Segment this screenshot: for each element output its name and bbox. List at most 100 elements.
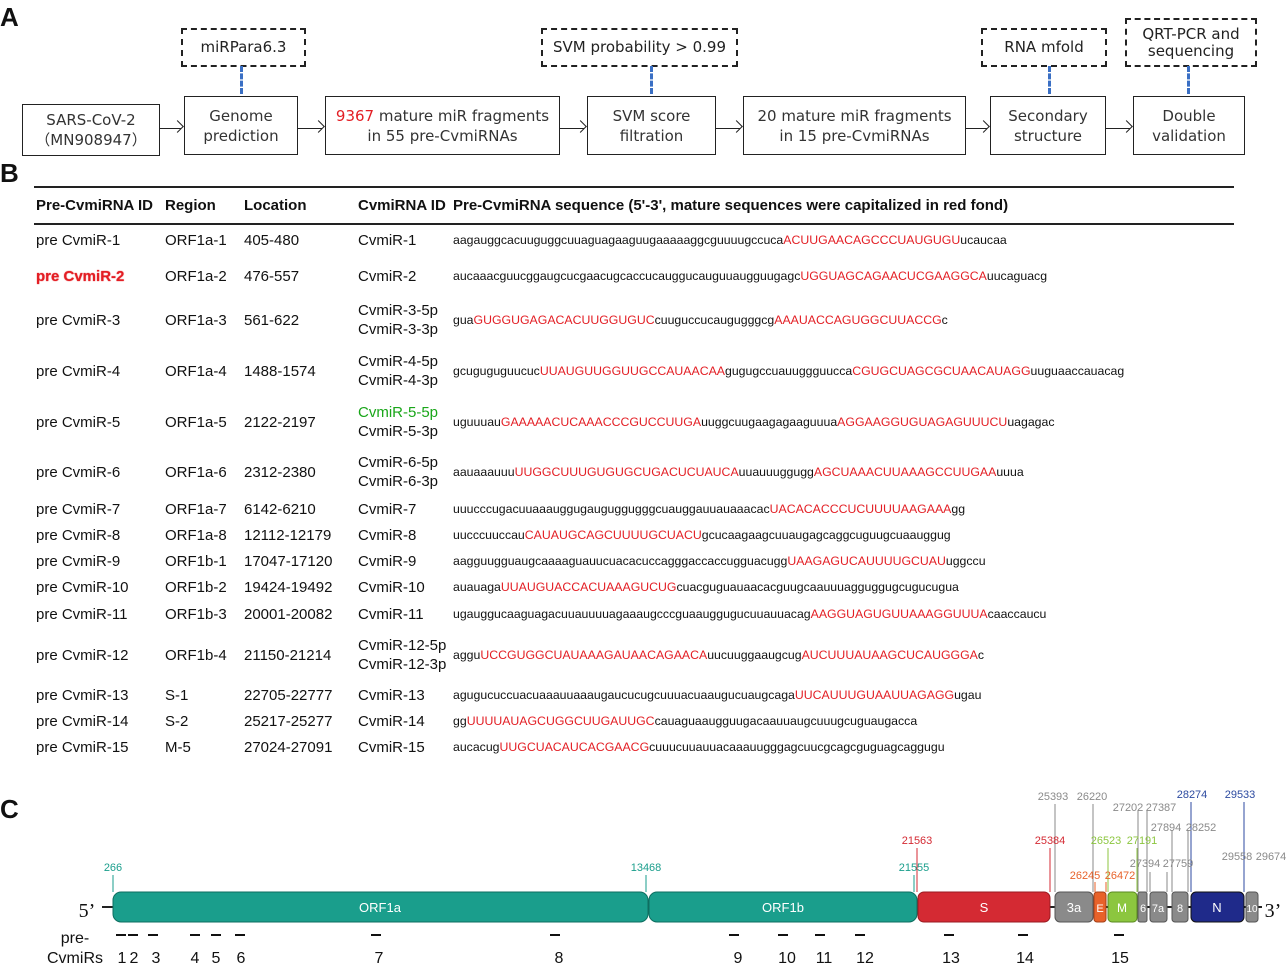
mature-sequence: AAAUACCAGUGGCUUACCG bbox=[774, 313, 942, 327]
row-mirna-id: CvmiR-15 bbox=[358, 739, 425, 756]
row-location: 12112-12179 bbox=[244, 527, 332, 544]
gene-7a bbox=[1149, 891, 1168, 923]
row-region: ORF1a-8 bbox=[165, 527, 227, 544]
table-header-location: Location bbox=[244, 197, 307, 214]
row-sequence: aagauggcacuuguggcuuaguagaaguugaaaaaggcgu… bbox=[453, 233, 1007, 247]
precursor-sequence: uucccuuccau bbox=[453, 528, 525, 542]
tool-svm-label: SVM probability > 0.99 bbox=[552, 38, 727, 56]
row-sequence: ggUUUUAUAGCUGGCUUGAUUGCcauaguaaugguugaca… bbox=[453, 714, 917, 728]
gene-label-8: 8 bbox=[1177, 903, 1183, 915]
pos-27387: 27387 bbox=[1146, 802, 1177, 814]
flow-box-svm: SVM score filtration bbox=[587, 96, 716, 155]
row-preid: pre CvmiR-4 bbox=[36, 363, 121, 380]
pos-21563: 21563 bbox=[902, 835, 933, 847]
table-header-mirna-id: CvmiRNA ID bbox=[358, 197, 446, 214]
table-header-region: Region bbox=[165, 197, 216, 214]
fragment-count: 9367 bbox=[335, 106, 375, 125]
mir-label-5: 5 bbox=[212, 950, 221, 964]
mir-label-2: 2 bbox=[130, 950, 139, 964]
flow-arrow-1 bbox=[159, 128, 181, 129]
precursor-sequence: auauaga bbox=[453, 580, 501, 594]
mir-label-9: 9 bbox=[734, 950, 743, 964]
row-preid: pre CvmiR-13 bbox=[36, 687, 129, 704]
pos-27202: 27202 bbox=[1113, 802, 1144, 814]
row-region: ORF1b-3 bbox=[165, 606, 227, 623]
precursor-sequence: agugucuccuacuaaauuaaaugaucucugcuuuacuaau… bbox=[453, 688, 795, 702]
tool-mirpara-label: miRPara6.3 bbox=[200, 38, 287, 56]
pos-28252: 28252 bbox=[1186, 822, 1217, 834]
row-location: 21150-21214 bbox=[244, 647, 332, 664]
precursor-sequence: ugau bbox=[954, 688, 982, 702]
precursor-sequence: gg bbox=[951, 502, 966, 516]
precursor-sequence: aagauggcacuuguggcuuaguagaaguugaaaaaggcgu… bbox=[453, 233, 784, 247]
row-sequence: uuucccugacuuaaauggugauguggugggcuauggauua… bbox=[453, 502, 965, 516]
pos-26472: 26472 bbox=[1105, 870, 1136, 882]
pos-28274: 28274 bbox=[1177, 789, 1208, 801]
row-location: 1488-1574 bbox=[244, 363, 316, 380]
table-header-id: Pre-CvmiRNA ID bbox=[36, 197, 153, 214]
pos-25393: 25393 bbox=[1038, 791, 1069, 803]
tool-svm-box: SVM probability > 0.99 bbox=[541, 28, 738, 67]
mature-sequence: UAAGAGUCAUUUUGCUAU bbox=[787, 554, 946, 568]
fragment-count-text: mature miR fragments bbox=[374, 106, 550, 125]
row-location: 6142-6210 bbox=[244, 501, 316, 518]
mature-sequence: UUGCUACAUCACGAACG bbox=[499, 740, 650, 754]
mature-sequence: AUCUUUAUAAGCUCAUGGGA bbox=[801, 648, 978, 662]
gene-orf1a bbox=[112, 891, 649, 923]
row-preid: pre CvmiR-9 bbox=[36, 553, 121, 570]
row-mirna-id: CvmiR-10 bbox=[358, 579, 425, 596]
row-mirna-id-5p: CvmiR-3-5p bbox=[358, 302, 439, 319]
flow-box-secondary-line2: structure bbox=[1013, 126, 1083, 145]
row-location: 25217-25277 bbox=[244, 713, 333, 730]
flow-box-genome-line2: prediction bbox=[203, 126, 279, 145]
row-region: ORF1b-1 bbox=[165, 553, 227, 570]
row-region: ORF1a-3 bbox=[165, 312, 227, 329]
row-location: 19424-19492 bbox=[244, 579, 333, 596]
flow-box-sars-line1: SARS-CoV-2 bbox=[46, 111, 136, 129]
precursor-sequence: cuuguccucaugugggcg bbox=[654, 313, 775, 327]
tool-qrtpcr-box: QRT-PCR and sequencing bbox=[1125, 18, 1257, 67]
row-mirna-id-3p: CvmiR-6-3p bbox=[358, 473, 439, 490]
row-preid: pre CvmiR-8 bbox=[36, 527, 121, 544]
gene-label-6: 6 bbox=[1140, 903, 1146, 915]
flow-box-secondary: Secondary structure bbox=[990, 96, 1106, 155]
pos-29674: 29674 bbox=[1256, 851, 1287, 863]
row-location: 27024-27091 bbox=[244, 739, 333, 756]
gene-e bbox=[1093, 891, 1107, 923]
pos-266: 266 bbox=[104, 862, 122, 874]
row-mirna-id: CvmiR-11 bbox=[358, 606, 424, 623]
precursor-sequence: cuuucuuauuacaaauugggagcuucgcagcguguagcag… bbox=[649, 740, 945, 754]
panel-label-a: A bbox=[0, 2, 19, 32]
gene-label-3a: 3a bbox=[1067, 900, 1082, 915]
gene-s bbox=[917, 891, 1051, 923]
precursor-sequence: c bbox=[977, 648, 985, 662]
table-header-sequence: Pre-CvmiRNA sequence (5'-3', mature sequ… bbox=[453, 197, 1009, 214]
row-preid: pre CvmiR-5 bbox=[36, 414, 121, 431]
flow-box-fragments-line2: in 55 pre-CvmiRNAs bbox=[367, 126, 518, 145]
row-sequence: aucaaacguucggaugcucgaacugcaccucauggucaug… bbox=[453, 269, 1047, 283]
mature-sequence: CAUAUGCAGCUUUUGCUACU bbox=[524, 528, 702, 542]
row-sequence: ugauggucaaguagacuuauuuuagaaaugcccguaaugg… bbox=[453, 607, 1046, 621]
row-mirna-id-3p: CvmiR-5-3p bbox=[358, 423, 439, 440]
precursor-sequence: gua bbox=[453, 313, 474, 327]
mature-sequence: AGGAAGGUGUAGAGUUUCU bbox=[837, 415, 1008, 429]
connector-dash-3 bbox=[1048, 66, 1051, 94]
gene-label-m: M bbox=[1117, 901, 1127, 915]
mir-label-13: 13 bbox=[942, 950, 960, 964]
table-header-rule bbox=[34, 223, 1234, 225]
mir-label-14: 14 bbox=[1016, 950, 1034, 964]
pos-29533: 29533 bbox=[1225, 789, 1256, 801]
row-preid: pre CvmiR-3 bbox=[36, 312, 121, 329]
connector-dash-4 bbox=[1187, 66, 1190, 94]
row-mirna-id: CvmiR-7 bbox=[358, 501, 417, 518]
precursor-sequence: gcucaagaagcuuaugagcaggcuguugcuaauggug bbox=[701, 528, 951, 542]
gene-label-e: E bbox=[1096, 903, 1103, 915]
precursor-sequence: uuucccugacuuaaauggugauguggugggcuauggauua… bbox=[453, 502, 770, 516]
mature-sequence: UUCAUUUGUAAUUAGAGG bbox=[794, 688, 955, 702]
precursor-sequence: cauaguaaugguugacaauuaugcuuugcuguaugacca bbox=[654, 714, 918, 728]
row-location: 405-480 bbox=[244, 232, 300, 249]
flow-box-genome: Genome prediction bbox=[184, 96, 298, 155]
gene-label-10: 10 bbox=[1246, 904, 1258, 915]
mir-axis-title-1: pre- bbox=[61, 930, 89, 947]
row-region: ORF1a-6 bbox=[165, 464, 227, 481]
